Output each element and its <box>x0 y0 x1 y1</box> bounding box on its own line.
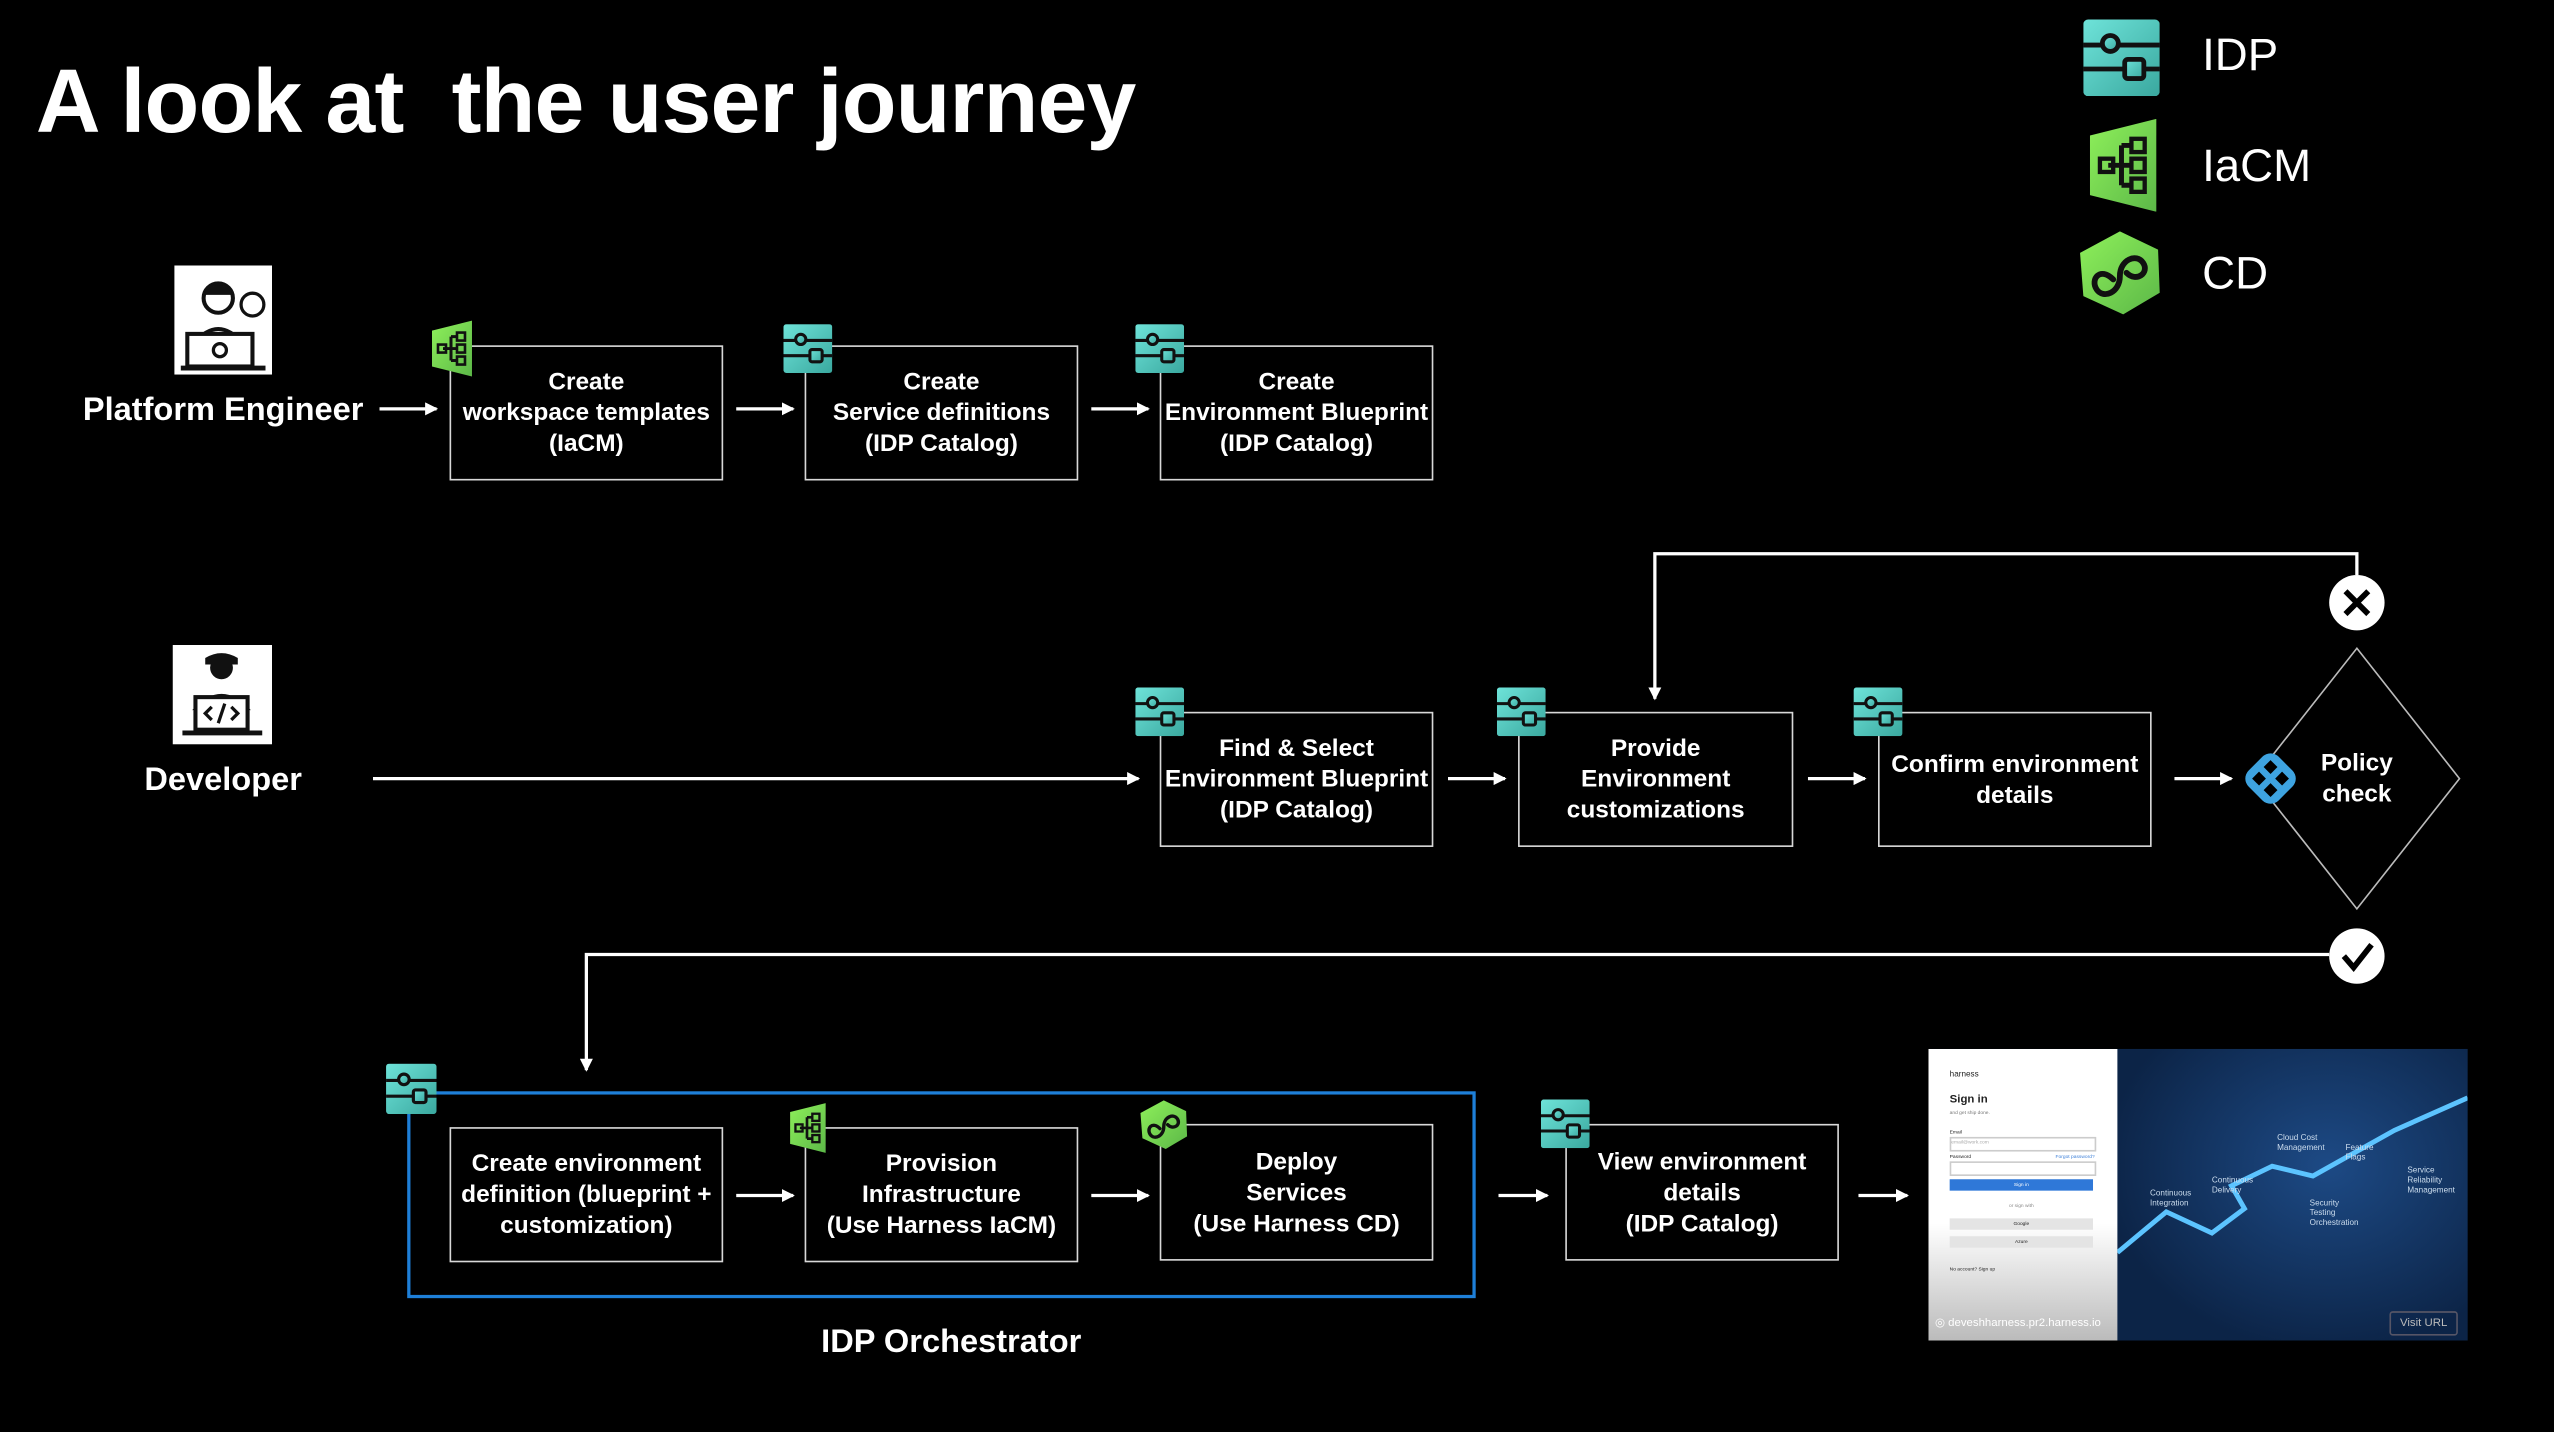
globe-icon: ◎ <box>1935 1317 1949 1330</box>
sign-in-subheading: and get ship done. <box>1949 1109 1990 1116</box>
password-label: Password <box>1949 1153 1972 1160</box>
step-find-select-blueprint: Find & Select Environment Blueprint (IDP… <box>1159 711 1434 847</box>
idp-icon <box>1135 324 1184 373</box>
module-label: Continuous Delivery <box>2211 1175 2254 1196</box>
idp-orchestrator-group <box>407 1091 1476 1299</box>
platform-engineer-icon <box>174 265 273 375</box>
module-label: Feature Flags <box>2345 1143 2374 1163</box>
idp-orchestrator-label: IDP Orchestrator <box>821 1324 1082 1361</box>
idp-icon <box>1497 687 1546 736</box>
step-create-environment-definition: Create environment definition (blueprint… <box>449 1127 724 1263</box>
email-field[interactable]: email@work.com <box>1949 1136 2097 1152</box>
step-confirm-environment: Confirm environment details <box>1878 711 2152 847</box>
module-label: Cloud Cost Management <box>2277 1133 2325 1154</box>
legend-label-cd: CD <box>2202 247 2269 299</box>
visit-url-button[interactable]: Visit URL <box>2389 1311 2458 1336</box>
step-provide-customizations: Provide Environment customizations <box>1518 711 1794 847</box>
iacm-icon <box>788 1103 827 1153</box>
module-label: Service Reliability Management <box>2407 1166 2455 1196</box>
idp-icon <box>783 324 832 373</box>
step-create-service-definitions: Create Service definitions (IDP Catalog) <box>804 345 1079 481</box>
url-bar: ◎ deveshharness.pr2.harness.io <box>1935 1316 2101 1329</box>
x-circle-icon <box>2329 574 2385 631</box>
modules-illustration: Continuous Integration Continuous Delive… <box>2115 1048 2468 1341</box>
policy-diamond <box>2253 646 2461 911</box>
journey-path <box>2115 1095 2468 1255</box>
or-sign-with: or sign with <box>2008 1202 2034 1209</box>
password-field[interactable] <box>1949 1161 2097 1176</box>
forgot-password-link[interactable]: Forgot password? <box>2055 1153 2095 1160</box>
developer-label: Developer <box>144 762 302 799</box>
check-circle-icon <box>2329 928 2385 984</box>
legend-label-iacm: IaCM <box>2202 140 2312 191</box>
step-provision-infrastructure: Provision Infrastructure (Use Harness Ia… <box>804 1127 1079 1263</box>
step-deploy-services: Deploy Services (Use Harness CD) <box>1159 1123 1434 1261</box>
iacm-icon <box>430 319 474 378</box>
azure-button[interactable]: Azure <box>1949 1236 2094 1248</box>
google-button[interactable]: Google <box>1949 1218 2094 1230</box>
step-create-environment-blueprint: Create Environment Blueprint (IDP Catalo… <box>1159 345 1434 481</box>
policy-check-label: Policy check <box>2320 749 2393 808</box>
harness-logo: harness <box>1949 1070 1979 1080</box>
sign-up-link[interactable]: No account? Sign up <box>1949 1265 1996 1273</box>
legend-label-idp: IDP <box>2202 29 2279 80</box>
idp-icon <box>386 1064 436 1114</box>
sign-in-panel: harness Sign in and get ship done. Email… <box>1928 1048 2118 1341</box>
url-text: deveshharness.pr2.harness.io <box>1948 1317 2101 1330</box>
sign-in-button[interactable]: Sign in <box>1949 1179 2094 1191</box>
step-view-environment-details: View environment details (IDP Catalog) <box>1565 1123 1839 1261</box>
page-title: A look at the user journey <box>35 50 1137 152</box>
retry-loop-arrow <box>1648 552 2359 701</box>
module-label: Continuous Integration <box>2150 1189 2192 1209</box>
step-create-workspace-templates: Create workspace templates (IaCM) <box>449 345 724 481</box>
idp-icon <box>1854 687 1903 736</box>
policy-icon <box>2245 753 2296 804</box>
module-label: Security Testing Orchestration <box>2309 1198 2359 1229</box>
idp-icon <box>1135 687 1184 736</box>
platform-engineer-label: Platform Engineer <box>82 392 364 429</box>
idp-icon <box>1541 1099 1590 1148</box>
approved-arrow <box>579 952 2330 1072</box>
sign-in-heading: Sign in <box>1949 1094 1988 1106</box>
cd-icon <box>1139 1099 1189 1149</box>
environment-screenshot: harness Sign in and get ship done. Email… <box>1928 1048 2468 1341</box>
email-label: Email <box>1949 1128 1962 1136</box>
developer-icon <box>172 645 273 745</box>
